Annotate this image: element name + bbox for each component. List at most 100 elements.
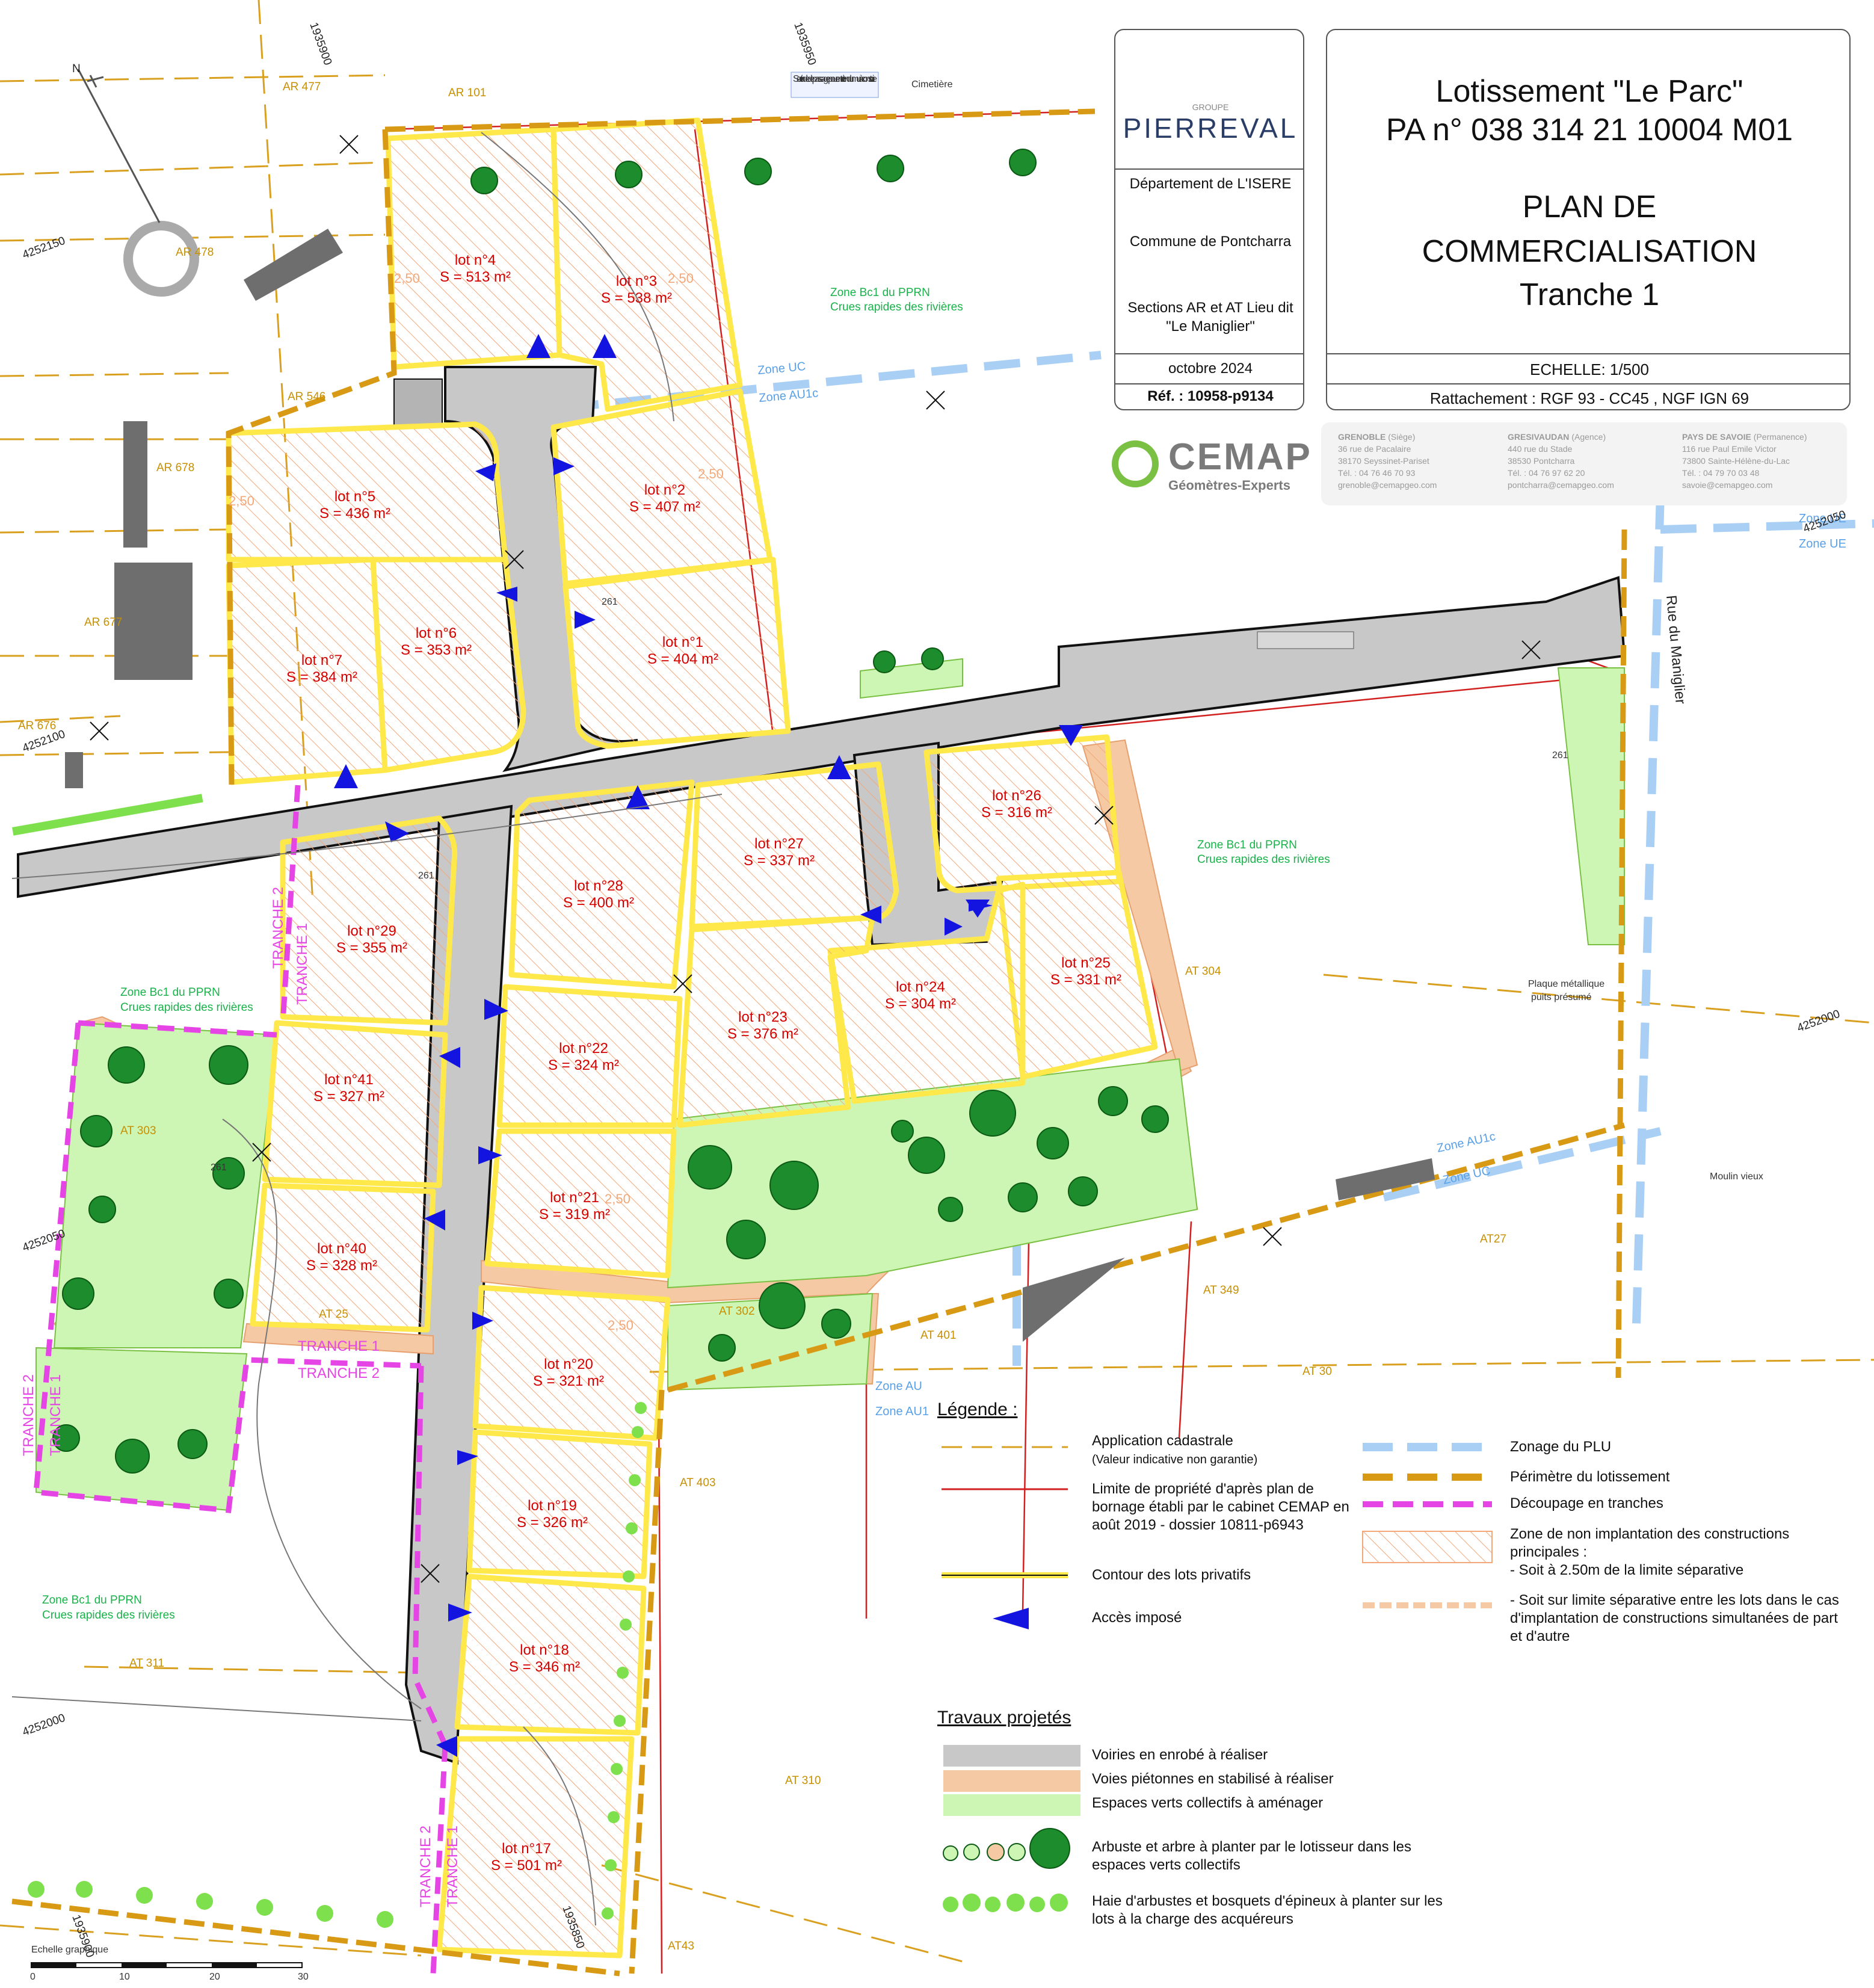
reference-label: Réf. : 10958-p9134 xyxy=(1147,388,1274,404)
lot-17: lot n°17S = 501 m² xyxy=(491,1841,562,1874)
svg-text:lot n°41: lot n°41 xyxy=(324,1072,374,1088)
svg-text:Zone AU: Zone AU xyxy=(875,1380,922,1393)
surveyor-logo: CEMAP Géomètres-Experts xyxy=(1108,434,1310,507)
svg-text:Zone Bc1 du PPRN: Zone Bc1 du PPRN xyxy=(42,1594,142,1607)
svg-text:S = 404 m²: S = 404 m² xyxy=(647,651,718,667)
green-spaces xyxy=(35,658,1625,1511)
svg-text:S = 513 m²: S = 513 m² xyxy=(440,269,511,285)
svg-text:S = 327 m²: S = 327 m² xyxy=(313,1088,384,1105)
svg-text:AR 677: AR 677 xyxy=(84,616,122,629)
contour-lines xyxy=(11,132,723,1926)
svg-text:lot n°29: lot n°29 xyxy=(347,923,396,939)
svg-text:AR 546: AR 546 xyxy=(288,390,325,403)
legend-tranches: Découpage en tranches xyxy=(1510,1495,1663,1511)
svg-text:S = 353 m²: S = 353 m² xyxy=(401,642,472,658)
svg-text:TRANCHE 2: TRANCHE 2 xyxy=(270,887,286,969)
north-arrow xyxy=(77,69,161,223)
legend-perimeter: Périmètre du lotissement xyxy=(1510,1469,1670,1485)
svg-text:AT 311: AT 311 xyxy=(129,1657,164,1670)
svg-text:lot n°26: lot n°26 xyxy=(992,788,1041,804)
svg-text:2,50: 2,50 xyxy=(394,271,420,286)
svg-text:AT 304: AT 304 xyxy=(1185,965,1221,978)
lot-22: lot n°22S = 324 m² xyxy=(548,1040,619,1073)
svg-text:lot n°20: lot n°20 xyxy=(544,1356,593,1372)
office-savoie: PAYS DE SAVOIE (Permanence) 116 rue Paul… xyxy=(1682,432,1807,490)
access-arrows[interactable] xyxy=(334,334,1083,1757)
svg-text:AR 478: AR 478 xyxy=(176,246,214,259)
lot-41: lot n°41S = 327 m² xyxy=(313,1072,384,1105)
svg-text:S = 436 m²: S = 436 m² xyxy=(319,505,390,522)
svg-text:Zone AU1c: Zone AU1c xyxy=(759,386,819,405)
svg-text:S = 355 m²: S = 355 m² xyxy=(336,940,407,956)
svg-text:AT27: AT27 xyxy=(1480,1233,1506,1246)
svg-text:TRANCHE 1: TRANCHE 1 xyxy=(48,1374,64,1456)
svg-text:lot n°5: lot n°5 xyxy=(334,489,375,505)
legend-symbols xyxy=(942,1443,1493,1912)
lot-25: lot n°25S = 331 m² xyxy=(1050,955,1121,988)
lot-6: lot n°6S = 353 m² xyxy=(401,625,472,658)
cemetery-label: Cimetière xyxy=(911,79,953,90)
svg-text:S = 319 m²: S = 319 m² xyxy=(539,1206,610,1223)
svg-text:AT 302: AT 302 xyxy=(719,1305,755,1318)
svg-text:S = 321 m²: S = 321 m² xyxy=(533,1373,604,1389)
graphic-scale-bar: Echelle graphique 0 10 20 30 xyxy=(30,1945,309,1982)
lot-7: lot n°7S = 384 m² xyxy=(286,652,357,685)
svg-text:2,50: 2,50 xyxy=(229,493,254,508)
works-green: Espaces verts collectifs à aménager xyxy=(1092,1795,1324,1811)
commune-label: Commune de Pontcharra xyxy=(1129,233,1292,250)
surveyor-subtitle: Géomètres-Experts xyxy=(1168,478,1290,493)
svg-text:Echelle graphique: Echelle graphique xyxy=(31,1945,108,1955)
lot-23: lot n°23S = 376 m² xyxy=(727,1009,798,1042)
lot-29: lot n°29S = 355 m² xyxy=(336,923,407,956)
svg-text:TRANCHE 2: TRANCHE 2 xyxy=(298,1365,380,1381)
svg-text:30: 30 xyxy=(298,1972,309,1982)
svg-text:S = 384 m²: S = 384 m² xyxy=(286,669,357,685)
lot-26: lot n°26S = 316 m² xyxy=(981,788,1052,821)
developer-logo: GROUPE PIERREVAL xyxy=(1115,102,1305,144)
svg-text:lot n°3: lot n°3 xyxy=(616,273,657,289)
svg-text:Crues rapides des rivières: Crues rapides des rivières xyxy=(120,1001,253,1014)
works-roads: Voiries en enrobé à réaliser xyxy=(1092,1747,1268,1763)
svg-text:Crues rapides des rivières: Crues rapides des rivières xyxy=(42,1609,175,1622)
svg-text:lot n°2: lot n°2 xyxy=(644,482,685,498)
lot-40: lot n°40S = 328 m² xyxy=(306,1241,377,1274)
lot-3: lot n°3S = 538 m² xyxy=(601,273,672,306)
legend-property-limit: Limite de propriété d'après plan de born… xyxy=(1092,1481,1349,1533)
parking-area xyxy=(393,378,443,428)
servitude-note: Servitude de passage pour entretien du m… xyxy=(793,74,877,84)
svg-text:0: 0 xyxy=(30,1972,35,1982)
servitude-box xyxy=(791,72,879,98)
subdivision-perimeter xyxy=(11,108,1627,1977)
lot-24: lot n°24S = 304 m² xyxy=(885,979,956,1012)
trees xyxy=(52,149,1169,1474)
svg-text:S = 326 m²: S = 326 m² xyxy=(517,1514,588,1531)
surveyor-name: CEMAP xyxy=(1168,436,1312,478)
svg-text:AT 349: AT 349 xyxy=(1203,1284,1239,1297)
lot-labels: lot n°4S = 513 m² lot n°3S = 538 m² lot … xyxy=(286,252,1121,1874)
rattachement-label: Rattachement : RGF 93 - CC45 , NGF IGN 6… xyxy=(1429,389,1749,407)
svg-text:S = 501 m²: S = 501 m² xyxy=(491,1857,562,1874)
legend-plu: Zonage du PLU xyxy=(1510,1439,1612,1455)
svg-text:Zone Bc1 du PPRN: Zone Bc1 du PPRN xyxy=(120,986,220,999)
svg-text:261: 261 xyxy=(418,871,434,881)
svg-text:261: 261 xyxy=(602,597,618,607)
svg-text:AR 676: AR 676 xyxy=(18,720,56,732)
svg-text:1935950: 1935950 xyxy=(791,21,818,67)
svg-text:lot n°17: lot n°17 xyxy=(502,1841,551,1857)
svg-text:AR 477: AR 477 xyxy=(283,81,321,93)
tranche-labels: TRANCHE 1 TRANCHE 2 TRANCHE 2 TRANCHE 1 … xyxy=(20,887,461,1907)
lot-21: lot n°21S = 319 m² xyxy=(539,1190,610,1223)
scale-label: ECHELLE: 1/500 xyxy=(1529,360,1649,378)
svg-text:lot n°4: lot n°4 xyxy=(455,252,496,268)
svg-text:AT 401: AT 401 xyxy=(920,1329,957,1342)
svg-text:S = 407 m²: S = 407 m² xyxy=(629,499,700,515)
svg-text:4252000: 4252000 xyxy=(21,1712,67,1739)
road-name: Rue du Maniglier xyxy=(1663,594,1689,705)
svg-text:S = 304 m²: S = 304 m² xyxy=(885,996,956,1012)
contour-labels: 261 261 261 261 xyxy=(211,597,1568,1173)
hedge-shrubs xyxy=(12,794,647,1928)
svg-text:AR 101: AR 101 xyxy=(448,87,486,99)
